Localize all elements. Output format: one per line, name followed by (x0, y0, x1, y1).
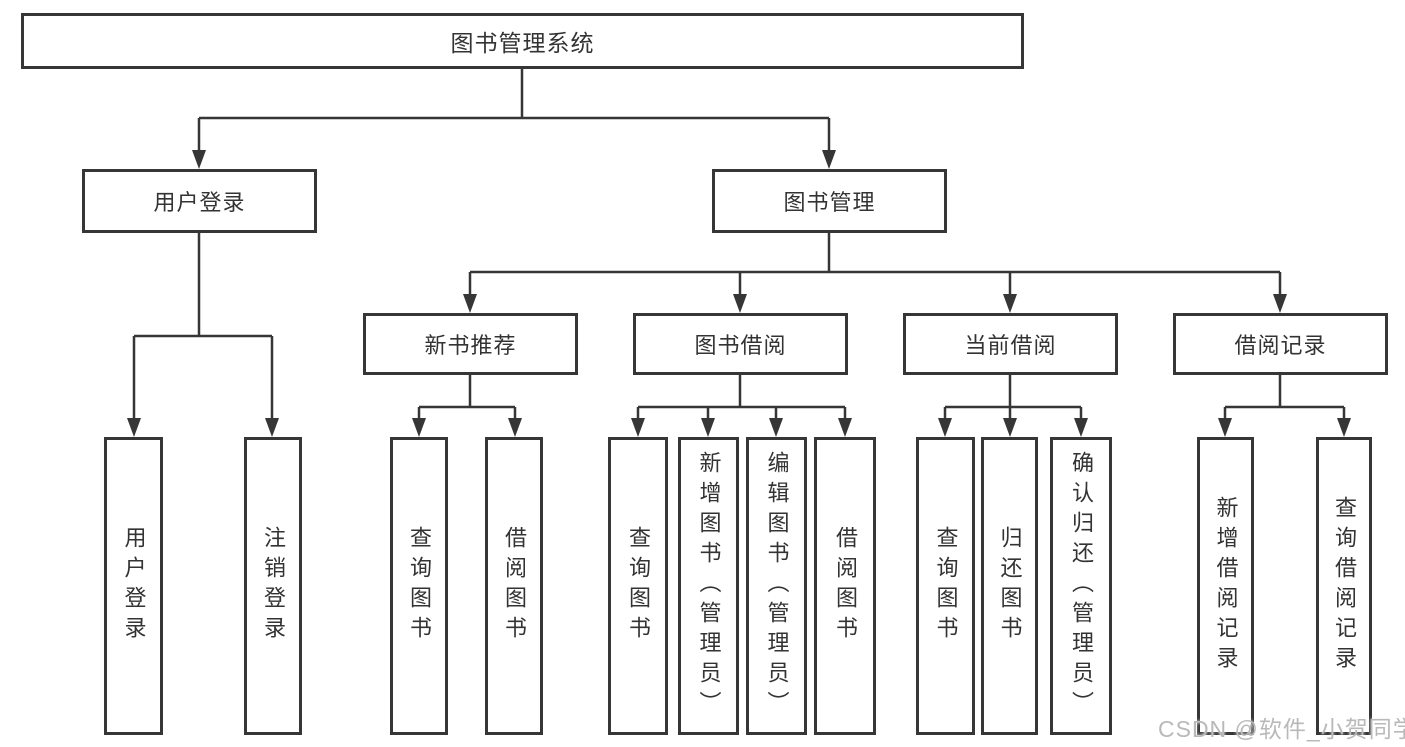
node-leaf-add-book-admin: 新增图书（管理员） (678, 437, 739, 735)
node-leaf-confirm-return-admin: 确认归还（管理员） (1050, 437, 1112, 735)
node-leaf-search-borrow-record: 查询借阅记录 (1316, 437, 1372, 735)
arrowhead-icon (412, 418, 426, 437)
arrowhead-icon (127, 418, 141, 437)
arrowhead-icon (631, 418, 645, 437)
arrowhead-icon (701, 418, 715, 437)
node-label: 图书管理 (783, 190, 876, 215)
node-leaf-search-book-1: 查询图书 (390, 437, 448, 735)
node-label: 用户登录 (153, 190, 246, 215)
node-leaf-search-book-3: 查询图书 (916, 437, 975, 735)
node-label: 借阅记录 (1234, 333, 1327, 358)
node-user-login: 用户登录 (82, 169, 317, 233)
arrowhead-icon (1218, 418, 1232, 437)
node-book-management: 图书管理 (712, 169, 947, 233)
node-leaf-edit-book-admin: 编辑图书（管理员） (746, 437, 807, 735)
node-leaf-borrow-book-2: 借阅图书 (814, 437, 876, 735)
arrowhead-icon (1337, 418, 1351, 437)
arrowhead-icon (463, 294, 477, 313)
node-book-borrow: 图书借阅 (633, 313, 848, 375)
connector-path (132, 69, 1346, 421)
node-label: 查询图书 (626, 526, 651, 646)
node-label: 用户登录 (121, 526, 147, 646)
arrowhead-icon (733, 294, 747, 313)
node-leaf-logout: 注销登录 (244, 437, 302, 735)
arrowhead-icon (1003, 418, 1017, 437)
arrowhead-icon (822, 150, 836, 169)
node-leaf-search-book-2: 查询图书 (608, 437, 668, 735)
node-label: 借阅图书 (502, 526, 527, 646)
node-label: 新增图书（管理员） (696, 451, 722, 721)
node-leaf-user-login: 用户登录 (104, 437, 163, 735)
node-label: 图书借阅 (694, 333, 787, 358)
node-label: 编辑图书（管理员） (764, 451, 790, 721)
node-borrow-record: 借阅记录 (1173, 313, 1388, 375)
arrowhead-icon (938, 418, 952, 437)
arrowhead-icon (1273, 294, 1287, 313)
arrowhead-icon (265, 418, 279, 437)
node-label: 当前借阅 (964, 333, 1057, 358)
csdn-watermark: CSDN @软件_小贺同学 (1158, 716, 1405, 742)
node-root: 图书管理系统 (21, 13, 1024, 69)
node-label: 新书推荐 (424, 333, 517, 358)
arrowhead-icon (838, 418, 852, 437)
node-label: 查询图书 (933, 526, 959, 646)
arrowhead-icon (192, 150, 206, 169)
node-leaf-borrow-book-1: 借阅图书 (485, 437, 543, 735)
node-leaf-add-borrow-record: 新增借阅记录 (1197, 437, 1254, 735)
node-new-book-recommend: 新书推荐 (363, 313, 578, 375)
arrowhead-icon (508, 418, 522, 437)
node-label: 查询借阅记录 (1332, 496, 1357, 676)
node-label: 新增借阅记录 (1213, 496, 1239, 676)
node-current-borrow: 当前借阅 (903, 313, 1118, 375)
node-label: 归还图书 (997, 526, 1023, 646)
node-label: 借阅图书 (833, 526, 858, 646)
arrowhead-icon (769, 418, 783, 437)
node-label: 确认归还（管理员） (1069, 451, 1094, 721)
node-label: 图书管理系统 (450, 30, 595, 56)
arrowhead-icon (1003, 294, 1017, 313)
node-leaf-return-book: 归还图书 (981, 437, 1038, 735)
node-label: 查询图书 (407, 526, 432, 646)
arrowhead-icon (1074, 418, 1088, 437)
node-label: 注销登录 (261, 526, 286, 646)
